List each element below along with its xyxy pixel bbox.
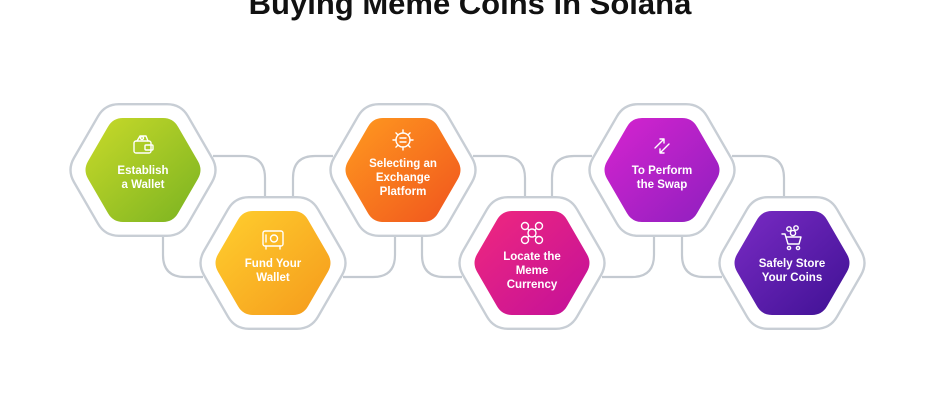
connector: [680, 154, 786, 279]
step-label: Exchange: [376, 172, 430, 184]
currency-network-icon: [520, 221, 544, 245]
connector: [420, 154, 527, 279]
wallet-icon: [133, 135, 154, 154]
step-label: Fund Your: [245, 258, 302, 270]
coin-cart-icon: [781, 225, 802, 251]
swap-arrows-icon: [654, 138, 670, 154]
hex-fill: [85, 118, 201, 222]
step-label: To Perform: [632, 165, 693, 177]
connector: [161, 154, 267, 279]
step-label: Safely Store: [759, 258, 825, 270]
page-title: Buying Meme Coins in Solana: [248, 0, 692, 21]
step-label: Selecting an: [369, 158, 437, 170]
step-1: Establish a Wallet: [69, 103, 217, 237]
connector-group: [161, 154, 786, 279]
step-label: the Swap: [637, 179, 687, 191]
hex-fill: [215, 211, 331, 315]
step-5: To Perform the Swap: [588, 103, 736, 237]
step-label: Meme: [516, 265, 549, 277]
safe-icon: [262, 230, 284, 250]
hex-fill: [474, 211, 590, 315]
step-label: Locate the: [503, 251, 561, 263]
exchange-gear-icon: [392, 129, 414, 151]
step-label: Platform: [380, 186, 427, 198]
step-label: a Wallet: [121, 179, 164, 191]
step-label: Establish: [117, 165, 168, 177]
step-label: Currency: [507, 279, 558, 291]
step-label: Your Coins: [762, 272, 822, 284]
connector: [550, 154, 656, 279]
connector: [291, 154, 397, 279]
step-label: Wallet: [256, 272, 290, 284]
hex-fill: [345, 118, 461, 222]
hex-fill: [604, 118, 720, 222]
hex-fill: [734, 211, 850, 315]
